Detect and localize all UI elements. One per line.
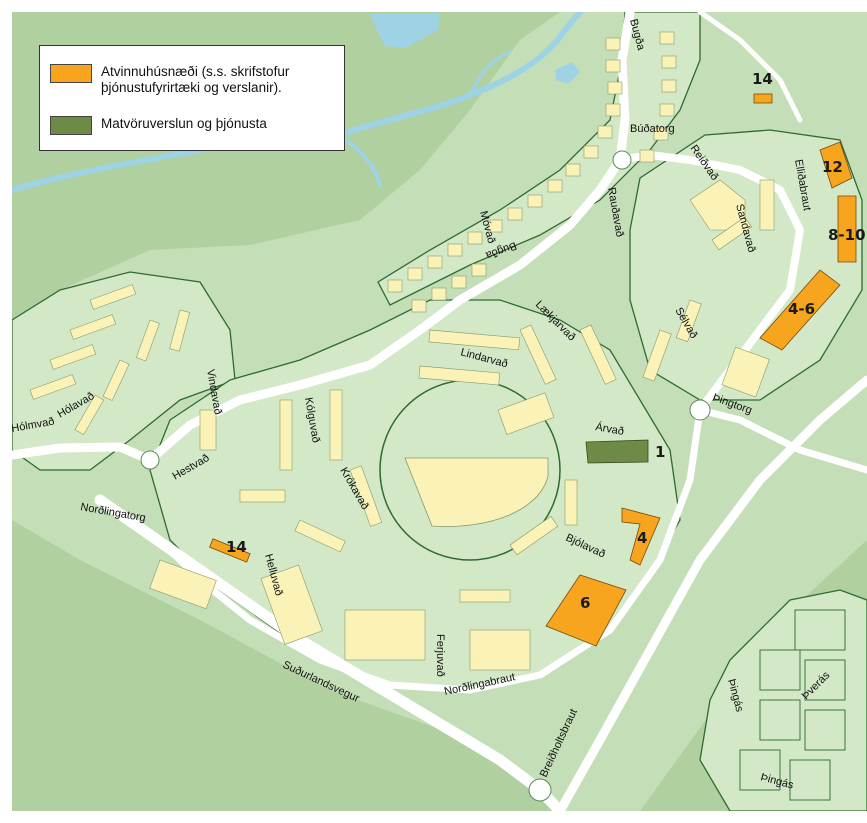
lot-number: 14 bbox=[226, 538, 247, 556]
street-label: Árvað bbox=[594, 420, 625, 438]
houses-west bbox=[29, 284, 191, 436]
lake bbox=[370, 14, 440, 48]
lot-number: 6 bbox=[580, 594, 590, 612]
legend-swatch-grocery bbox=[50, 116, 92, 135]
lot-number: 4-6 bbox=[788, 300, 815, 318]
lot-number: 12 bbox=[822, 158, 843, 176]
lot-14-north bbox=[753, 93, 773, 104]
legend-item-grocery: Matvöruverslun og þjónusta bbox=[50, 116, 331, 135]
central-building bbox=[404, 457, 549, 527]
lot-labels: 14 12 8-10 4-6 1 4 6 14 bbox=[226, 70, 866, 612]
lot-14-south bbox=[209, 538, 251, 563]
lot-number: 8-10 bbox=[828, 226, 866, 244]
legend-swatch-commercial bbox=[50, 64, 92, 83]
roundabouts bbox=[140, 150, 711, 802]
houses-crescent bbox=[149, 324, 617, 671]
lot-number: 14 bbox=[752, 70, 773, 88]
lot-12 bbox=[819, 141, 853, 189]
map-legend: Atvinnuhúsnæði (s.s. skrifstofur þjónust… bbox=[39, 45, 345, 151]
lot-4-6 bbox=[759, 269, 841, 351]
roads bbox=[12, 12, 867, 811]
legend-label: Atvinnuhúsnæði (s.s. skrifstofur þjónust… bbox=[101, 64, 290, 95]
lot-6 bbox=[545, 574, 627, 647]
lot-number: 4 bbox=[637, 529, 647, 547]
street-label: Búðatorg bbox=[630, 123, 675, 135]
lot-number: 1 bbox=[655, 443, 665, 461]
commercial-lots bbox=[209, 93, 857, 647]
legend-item-commercial: Atvinnuhúsnæði (s.s. skrifstofur þjónust… bbox=[50, 64, 331, 96]
pond bbox=[555, 62, 580, 84]
lot-4 bbox=[621, 507, 661, 566]
houses-southeast bbox=[739, 609, 846, 801]
forest-area bbox=[12, 520, 560, 811]
houses-northeast bbox=[387, 31, 677, 313]
grocery-lot bbox=[585, 439, 649, 464]
lot-8-10 bbox=[837, 195, 857, 263]
street-label: Ferjuvað bbox=[434, 634, 446, 677]
legend-label: Matvöruverslun og þjónusta bbox=[101, 116, 267, 131]
houses-east bbox=[642, 179, 775, 398]
